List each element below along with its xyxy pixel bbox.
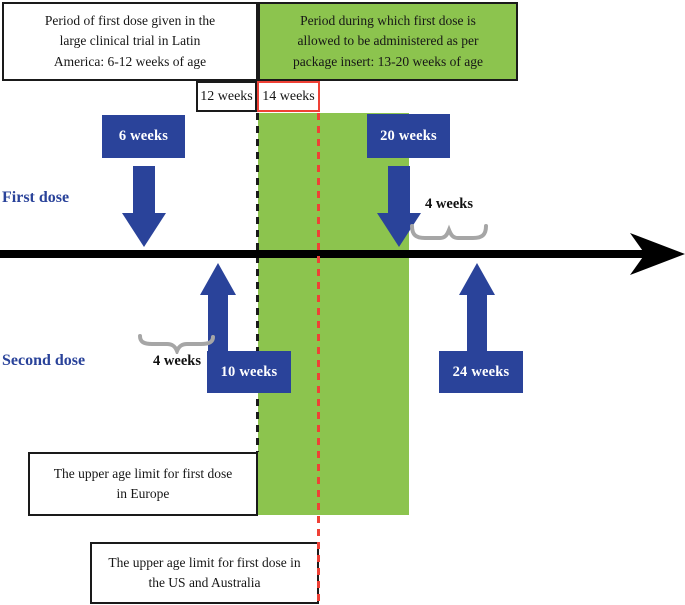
week20-marker-box: 20 weeks xyxy=(367,114,450,158)
insert-period-line3: package insert: 13-20 weeks of age xyxy=(292,53,484,69)
trial-period-line2: large clinical trial in Latin xyxy=(59,33,201,49)
interval-top-label: 4 weeks xyxy=(425,196,473,212)
timeline-axis xyxy=(0,250,648,258)
week6-marker-box: 6 weeks xyxy=(102,115,185,158)
week12-label: 12 weeks xyxy=(200,88,253,104)
week10-marker-box: 10 weeks xyxy=(207,351,291,393)
trial-period-line3: America: 6-12 weeks of age xyxy=(53,53,207,69)
trial-period-text: Period of first dose given in the large … xyxy=(45,11,215,72)
week24-marker-box: 24 weeks xyxy=(439,351,523,393)
us-limit-line1: The upper age limit for first dose in xyxy=(108,554,301,570)
insert-period-box: Period during which first dose is allowe… xyxy=(258,2,518,81)
week6-down-arrow-icon xyxy=(122,166,166,247)
europe-limit-dashed-line xyxy=(256,113,259,452)
insert-period-line2: allowed to be administered as per xyxy=(297,33,479,49)
us-limit-line2: the US and Australia xyxy=(148,575,261,590)
europe-limit-line2: in Europe xyxy=(116,486,170,501)
allowed-period-band xyxy=(258,113,409,515)
insert-period-line1: Period during which first dose is xyxy=(300,13,476,29)
insert-period-text: Period during which first dose is allowe… xyxy=(293,11,483,72)
trial-period-box: Period of first dose given in the large … xyxy=(2,2,258,81)
week14-tick-box: 14 weeks xyxy=(257,81,320,112)
trial-period-line1: Period of first dose given in the xyxy=(44,13,216,29)
europe-limit-text: The upper age limit for first dose in Eu… xyxy=(54,464,232,505)
europe-limit-box: The upper age limit for first dose in Eu… xyxy=(28,452,258,516)
week14-label: 14 weeks xyxy=(262,88,315,104)
week20-label: 20 weeks xyxy=(380,127,437,144)
us-limit-dashed-line xyxy=(317,113,320,604)
interval-bottom-label: 4 weeks xyxy=(153,353,201,369)
interval-top-brace-icon xyxy=(410,224,488,240)
second-dose-label: Second dose xyxy=(2,352,86,369)
week6-label: 6 weeks xyxy=(118,128,169,144)
week12-tick-box: 12 weeks xyxy=(196,81,257,112)
us-limit-box: The upper age limit for first dose in th… xyxy=(90,542,319,604)
us-limit-text: The upper age limit for first dose in th… xyxy=(108,553,300,594)
europe-limit-line1: The upper age limit for first dose xyxy=(53,465,233,481)
week24-label: 24 weeks xyxy=(452,363,510,380)
first-dose-label: First dose xyxy=(2,189,70,206)
interval-bottom-brace-icon xyxy=(138,334,215,354)
week10-label: 10 weeks xyxy=(220,363,278,380)
week20-down-arrow-icon xyxy=(377,166,421,247)
week24-up-arrow-icon xyxy=(459,263,495,351)
timeline-arrowhead-icon xyxy=(630,233,685,275)
